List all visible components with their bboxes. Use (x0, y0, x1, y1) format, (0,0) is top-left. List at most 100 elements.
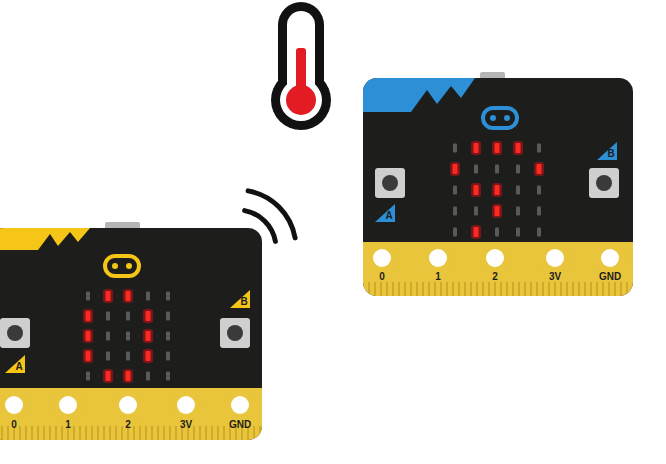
pin-pad (540, 243, 570, 273)
pin-hole (486, 249, 504, 267)
microbit-board: BA0123VGND (363, 78, 633, 296)
edge-connector (363, 242, 633, 296)
edge-connector (0, 388, 262, 440)
edge-finger (398, 282, 400, 296)
led-glow (492, 141, 502, 155)
pin-hole (177, 396, 195, 414)
led-lit (106, 371, 111, 381)
board-body (0, 228, 262, 440)
edge-finger (482, 282, 484, 296)
led-lit (474, 227, 479, 237)
edge-finger (602, 282, 604, 296)
edge-finger (7, 426, 9, 440)
led-off (474, 207, 478, 216)
led-off (495, 228, 499, 237)
edge-finger (151, 426, 153, 440)
edge-finger (500, 282, 502, 296)
edge-finger (217, 426, 219, 440)
led-off (453, 186, 457, 195)
led-lit (516, 143, 521, 153)
edge-finger (446, 282, 448, 296)
logo (105, 256, 139, 276)
pin-hole (373, 249, 391, 267)
led-off (453, 144, 457, 153)
edge-finger (494, 282, 496, 296)
edge-finger (476, 282, 478, 296)
pin-label: 1 (435, 272, 441, 282)
button (220, 318, 250, 348)
button-cap (382, 175, 398, 191)
led-lit (106, 291, 111, 301)
led-glow (83, 349, 93, 363)
thermometer-icon (271, 2, 331, 130)
led-off (106, 312, 110, 321)
led-glow (492, 204, 502, 218)
pin-pad (0, 390, 29, 420)
pin-label: GND (599, 272, 621, 282)
led-lit (474, 185, 479, 195)
led-off (146, 292, 150, 301)
pin-hole (5, 396, 23, 414)
pin-hole (231, 396, 249, 414)
led-glow (103, 289, 113, 303)
led-off (146, 372, 150, 381)
board-body (363, 78, 633, 296)
edge-finger (145, 426, 147, 440)
edge-finger (452, 282, 454, 296)
led-glow (450, 162, 460, 176)
pin-pad (367, 243, 397, 273)
pin-hole (119, 396, 137, 414)
led-off (126, 352, 130, 361)
led-off (537, 186, 541, 195)
pin-hole (429, 249, 447, 267)
edge-finger (470, 282, 472, 296)
thermometer-bulb (286, 85, 316, 115)
edge-finger (368, 282, 370, 296)
led-off (106, 332, 110, 341)
edge-finger (626, 282, 628, 296)
led-glow (83, 309, 93, 323)
led-lit (453, 164, 458, 174)
led-glow (471, 225, 481, 239)
led-off (516, 186, 520, 195)
edge-finger (199, 426, 201, 440)
edge-finger (584, 282, 586, 296)
edge-finger (49, 426, 51, 440)
edge-finger (464, 282, 466, 296)
led-off (516, 207, 520, 216)
button (375, 168, 405, 198)
edge-finger (97, 426, 99, 440)
led-off (453, 207, 457, 216)
edge-finger (169, 426, 171, 440)
button-label-flag (597, 142, 617, 160)
pin-pad (171, 390, 201, 420)
led-off (166, 312, 170, 321)
led-off (106, 352, 110, 361)
edge-finger (434, 282, 436, 296)
button-label-flag (230, 290, 250, 308)
led-off (166, 372, 170, 381)
edge-finger (608, 282, 610, 296)
edge-finger (416, 282, 418, 296)
edge-finger (566, 282, 568, 296)
led-off (166, 292, 170, 301)
edge-finger (211, 426, 213, 440)
edge-finger (596, 282, 598, 296)
button (589, 168, 619, 198)
edge-finger (548, 282, 550, 296)
edge-finger (512, 282, 514, 296)
led-lit (146, 331, 151, 341)
button-cap (596, 175, 612, 191)
led-lit (495, 185, 500, 195)
led-glow (143, 309, 153, 323)
edge-finger (109, 426, 111, 440)
pin-label: 0 (11, 420, 17, 430)
edge-finger (61, 426, 63, 440)
led-glow (83, 329, 93, 343)
edge-finger (530, 282, 532, 296)
logo-eye (112, 263, 118, 269)
led-off (86, 292, 90, 301)
led-lit (86, 331, 91, 341)
led-glow (492, 183, 502, 197)
